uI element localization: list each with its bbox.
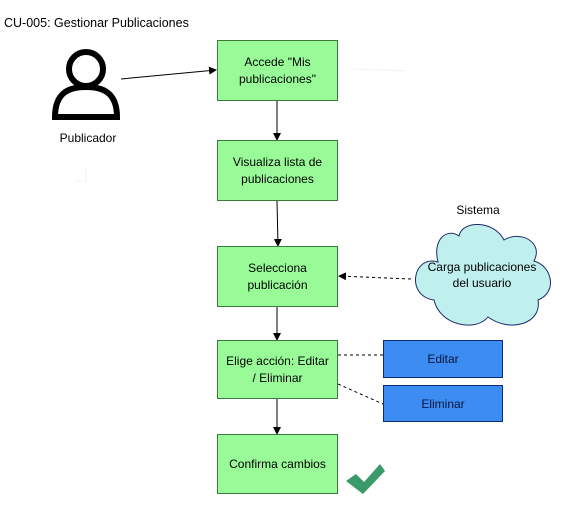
step-selecciona: Selecciona publicación (217, 246, 338, 307)
system-cloud (415, 223, 551, 326)
step-visualiza: Visualiza lista de publicaciones (217, 140, 338, 201)
actor-label: Publicador (59, 131, 117, 145)
step-elige-accion: Elige acción: Editar / Eliminar (217, 340, 338, 399)
action-editar: Editar (383, 340, 503, 378)
actor-arrow (120, 66, 217, 80)
user-icon (51, 49, 121, 120)
diagram-title: CU-005: Gestionar Publicaciones (4, 16, 189, 30)
system-label: Sistema (456, 203, 500, 217)
faint-arrow-down (76, 168, 87, 182)
cloud-text: Carga publicaciones del usuario (427, 260, 537, 291)
connector-eliminar (337, 383, 384, 405)
step-confirma: Confirma cambios (217, 434, 338, 494)
action-eliminar: Eliminar (383, 385, 503, 422)
flow-arrow-2 (273, 200, 282, 247)
step-accede: Accede "Mis publicaciones" (217, 40, 338, 101)
check-icon (346, 464, 385, 494)
system-arrow (338, 272, 412, 281)
faint-arrow-right (349, 66, 414, 75)
